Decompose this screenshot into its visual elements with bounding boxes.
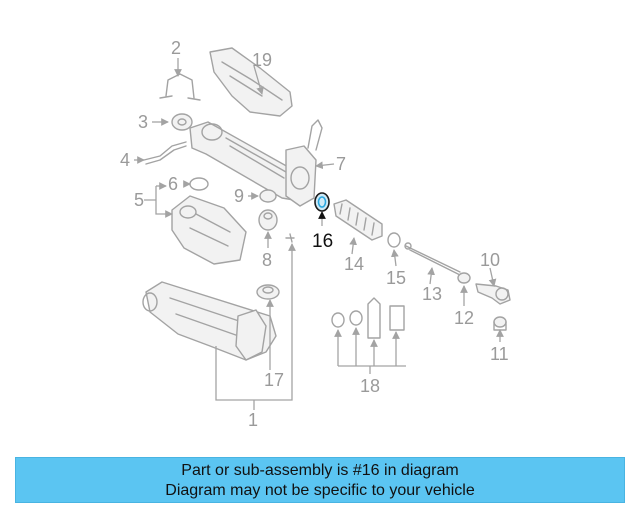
callout-4: 4 — [120, 150, 130, 170]
leader-lines — [134, 58, 504, 410]
part-3-bushing — [171, 113, 193, 131]
parts-diagram: 2 19 3 4 7 6 5 9 16 14 8 10 15 13 12 11 … — [120, 38, 511, 430]
part-5-motor-unit — [171, 195, 247, 265]
callout-9: 9 — [234, 186, 244, 206]
part-17-mount — [256, 284, 280, 300]
callout-18: 18 — [360, 376, 380, 396]
callout-12: 12 — [454, 308, 474, 328]
callout-labels: 2 19 3 4 7 6 5 9 16 14 8 10 15 13 12 11 … — [120, 38, 509, 430]
part-6-o-ring — [189, 177, 209, 191]
callout-3: 3 — [138, 112, 148, 132]
callout-11: 11 — [490, 344, 509, 364]
part-8-mount — [258, 209, 295, 243]
callout-14: 14 — [344, 254, 364, 274]
banner-line-disclaimer: Diagram may not be specific to your vehi… — [165, 482, 475, 499]
callout-5: 5 — [134, 190, 144, 210]
callout-15: 15 — [386, 268, 406, 288]
callout-19: 19 — [252, 50, 272, 70]
part-18-seal-kit — [331, 297, 405, 339]
callout-13: 13 — [422, 284, 442, 304]
callout-6: 6 — [168, 174, 178, 194]
callout-2: 2 — [171, 38, 181, 58]
part-2-bracket — [159, 73, 201, 101]
part-13-tie-rod — [404, 242, 463, 277]
part-9-seal — [259, 189, 277, 203]
part-14-boot — [333, 199, 383, 241]
callout-7: 7 — [336, 154, 346, 174]
part-12-nut — [457, 272, 471, 284]
callout-17: 17 — [264, 370, 284, 390]
steering-rack-upper — [189, 119, 323, 207]
callout-10: 10 — [480, 250, 500, 270]
callout-8: 8 — [262, 250, 272, 270]
part-10-tie-rod-end — [475, 283, 511, 305]
part-4-clamp — [143, 141, 187, 165]
part-1-rack-assembly — [142, 281, 277, 361]
info-banner: Part or sub-assembly is #16 in diagram D… — [15, 457, 625, 503]
part-15-clip — [387, 232, 401, 248]
banner-line-part: Part or sub-assembly is #16 in diagram — [181, 462, 459, 479]
callout-16: 16 — [312, 231, 333, 252]
part-19-heat-shield — [209, 47, 293, 117]
part-16-seal — [314, 192, 330, 212]
callout-1: 1 — [248, 410, 258, 430]
part-11-cap — [493, 316, 507, 331]
